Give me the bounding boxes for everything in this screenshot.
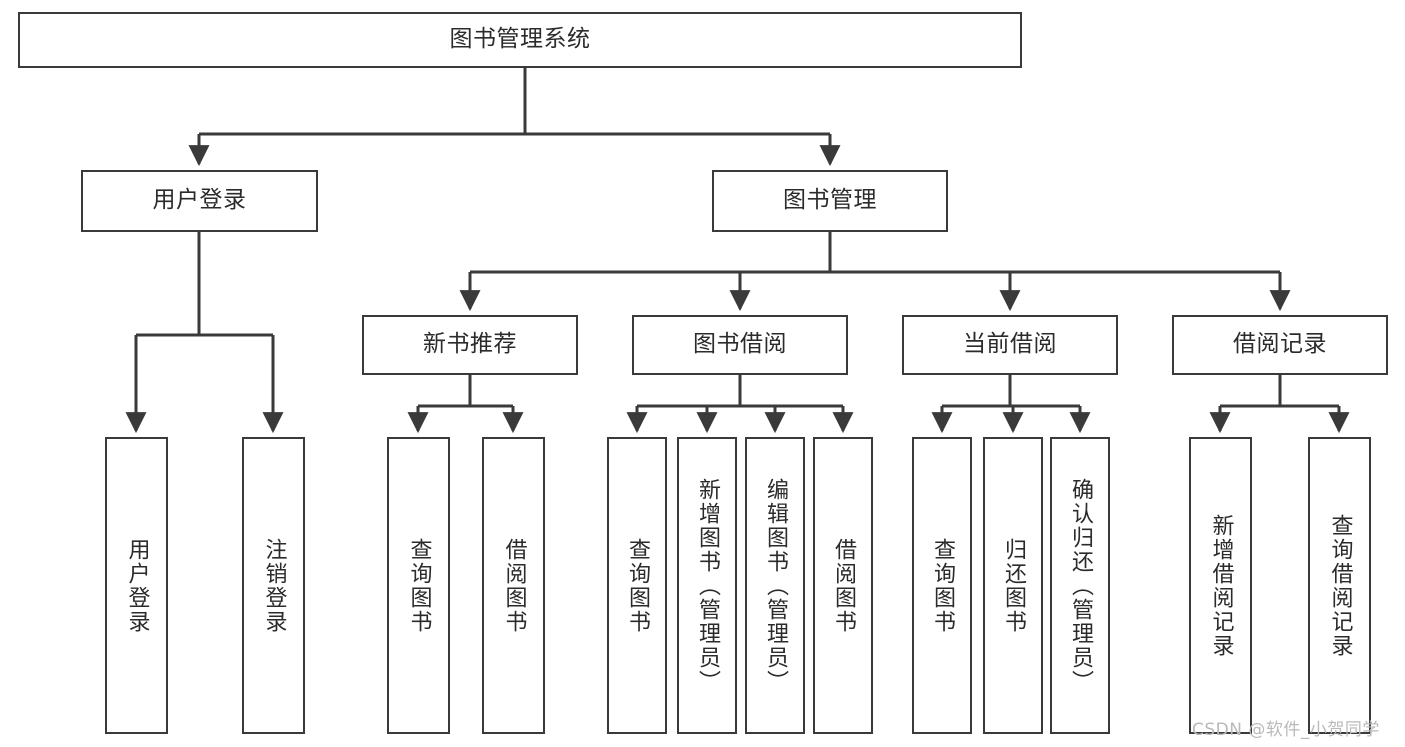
leaf-user-login[interactable]: 用户登录 (105, 437, 168, 734)
leaf-label: 编辑图书（管理员） (762, 477, 788, 694)
leaf-add-book-admin[interactable]: 新增图书（管理员） (677, 437, 737, 734)
leaf-borrow-book-nbr[interactable]: 借阅图书 (482, 437, 545, 734)
node-root-label: 图书管理系统 (449, 26, 591, 53)
node-root-system[interactable]: 图书管理系统 (18, 12, 1022, 68)
leaf-query-borrow-record[interactable]: 查询借阅记录 (1308, 437, 1371, 734)
leaf-return-book[interactable]: 归还图书 (983, 437, 1043, 734)
node-book-management-label: 图书管理 (783, 187, 877, 214)
node-book-borrow[interactable]: 图书借阅 (632, 315, 848, 375)
leaf-confirm-return-admin[interactable]: 确认归还（管理员） (1050, 437, 1110, 734)
node-borrow-record[interactable]: 借阅记录 (1172, 315, 1388, 375)
node-current-borrow[interactable]: 当前借阅 (902, 315, 1118, 375)
leaf-label: 新增借阅记录 (1208, 513, 1234, 658)
leaf-label: 查询图书 (929, 537, 955, 634)
leaf-edit-book-admin[interactable]: 编辑图书（管理员） (745, 437, 805, 734)
leaf-user-logout[interactable]: 注销登录 (242, 437, 305, 734)
leaf-label: 用户登录 (124, 537, 150, 634)
node-new-book-recommend-label: 新书推荐 (423, 331, 517, 358)
leaf-label: 确认归还（管理员） (1067, 477, 1093, 694)
leaf-label: 借阅图书 (830, 537, 856, 634)
leaf-query-book-nbr[interactable]: 查询图书 (387, 437, 450, 734)
node-borrow-record-label: 借阅记录 (1233, 331, 1327, 358)
node-user-login[interactable]: 用户登录 (81, 170, 318, 232)
leaf-query-book-bb[interactable]: 查询图书 (607, 437, 667, 734)
leaf-label: 注销登录 (261, 537, 287, 634)
leaf-label: 借阅图书 (501, 537, 527, 634)
node-new-book-recommend[interactable]: 新书推荐 (362, 315, 578, 375)
leaf-label: 新增图书（管理员） (694, 477, 720, 694)
leaf-label: 归还图书 (1000, 537, 1026, 634)
leaf-add-borrow-record[interactable]: 新增借阅记录 (1189, 437, 1252, 734)
leaf-borrow-book-bb[interactable]: 借阅图书 (813, 437, 873, 734)
node-book-management[interactable]: 图书管理 (712, 170, 948, 232)
leaf-label: 查询图书 (624, 537, 650, 634)
node-current-borrow-label: 当前借阅 (963, 331, 1057, 358)
node-book-borrow-label: 图书借阅 (693, 331, 787, 358)
leaf-label: 查询图书 (406, 537, 432, 634)
leaf-label: 查询借阅记录 (1327, 513, 1353, 658)
node-user-login-label: 用户登录 (152, 187, 247, 214)
leaf-query-book-cb[interactable]: 查询图书 (912, 437, 972, 734)
